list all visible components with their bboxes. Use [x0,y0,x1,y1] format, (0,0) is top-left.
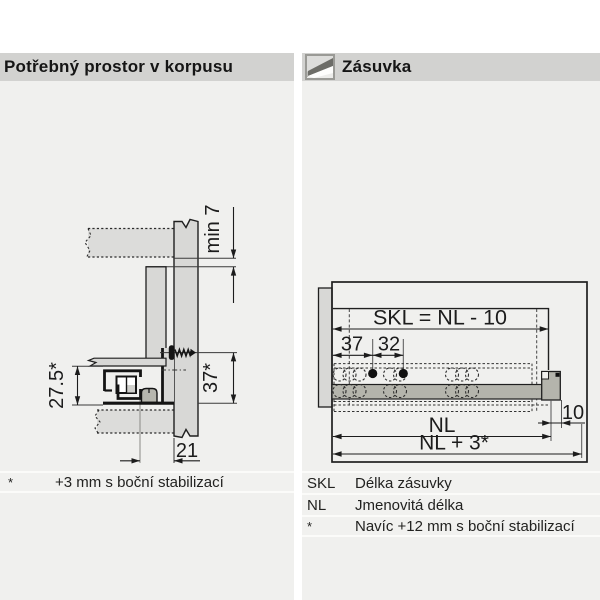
footnote-row-skl: SKL Délka zásuvky [302,471,600,493]
dimension-nl3: NL + 3* [332,424,583,458]
footnote-desc: Jmenovitá délka [355,496,464,514]
drawer-outline-box [331,281,588,463]
cabinet-side-panel [173,218,199,439]
footnote-row-left: * +3 mm s boční stabilizací [0,471,294,493]
dimension-37: 37* [198,352,237,404]
right-panel-header: Zásuvka [302,53,600,81]
footnote-desc: Délka zásuvky [355,474,452,492]
label-hole-32: 32 [378,334,400,356]
dimension-nl: NL [332,414,551,440]
footnote-desc: Navíc +12 mm s boční stabilizací [355,517,575,535]
label-275: 27.5* [46,362,68,409]
cabinet-top-panel [84,227,174,258]
runner-profile [103,369,174,405]
rear-bracket [541,370,561,401]
footnote-term: NL [307,496,327,514]
dimension-21: 21 [120,438,200,464]
cabinet-bottom-panel [94,409,174,434]
dimension-10: 10 [538,400,585,441]
drawer-side-outline [332,307,550,370]
label-nl3: NL + 3* [419,432,489,455]
left-panel-title: Potřebný prostor v korpusu [4,57,234,76]
label-hole-37: 37 [341,334,363,356]
footnote-term: * [307,518,313,534]
mounting-screw [160,345,237,371]
left-panel-header: Potřebný prostor v korpusu [0,53,294,81]
label-21: 21 [176,440,198,462]
dimension-holes: 37 32 [332,334,404,377]
footnote-term: SKL [307,474,336,492]
dimension-275: 27.5* [46,362,103,409]
footnote-desc: +3 mm s boční stabilizací [55,473,224,491]
footnote-row-star: * Navíc +12 mm s boční stabilizací [302,515,600,537]
footnote-row-nl: NL Jmenovitá délka [302,493,600,515]
footnote-term: * [8,474,14,490]
drawer-photo-icon [305,54,335,80]
label-37: 37* [200,363,222,393]
right-panel-title: Zásuvka [342,57,412,76]
drawer-bottom-board [86,357,167,367]
label-min7: min 7 [202,205,224,254]
rail-holes [332,367,480,399]
right-technical-drawing: SKL = NL - 10 37 32 [317,281,588,463]
label-10: 10 [562,402,584,424]
dimension-skl: SKL = NL - 10 [332,306,549,332]
label-skl: SKL = NL - 10 [373,306,507,330]
left-technical-drawing: min 7 27.5* [46,205,237,464]
label-nl: NL [429,414,456,437]
drawer-front-panel [317,287,333,408]
drawer-back-panel [145,266,167,361]
